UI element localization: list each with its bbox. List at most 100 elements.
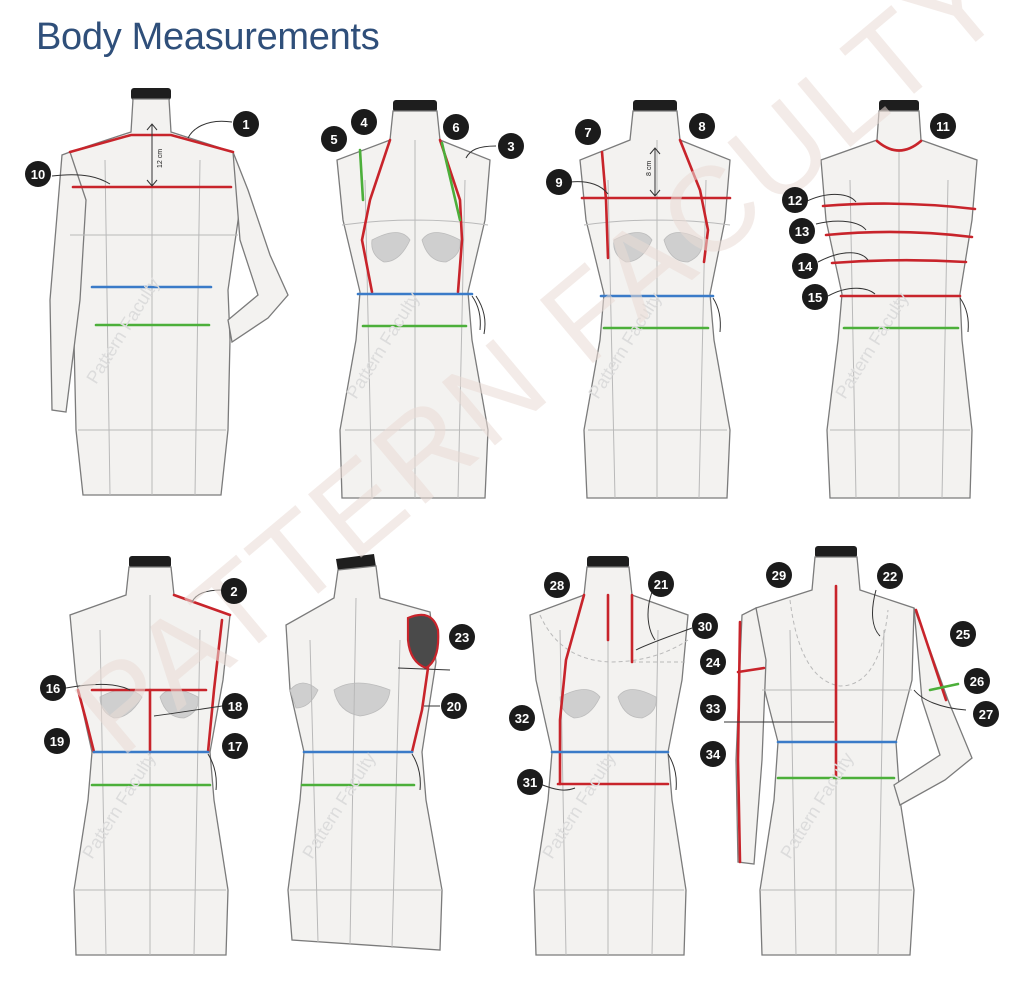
leader-line bbox=[827, 287, 876, 297]
svg-text:21: 21 bbox=[654, 577, 668, 592]
neck-cap bbox=[633, 100, 677, 112]
tape-end bbox=[471, 295, 486, 335]
marker-badge: 29 bbox=[766, 562, 792, 588]
bust-cup bbox=[617, 689, 657, 719]
neckline-dashed bbox=[539, 614, 689, 663]
svg-text:27: 27 bbox=[979, 707, 993, 722]
marker-badge: 24 bbox=[700, 649, 726, 675]
marker-badge: 19 bbox=[44, 728, 70, 754]
marker-badge: 15 bbox=[802, 284, 828, 310]
leader-line bbox=[913, 689, 967, 711]
measure-line bbox=[824, 230, 974, 239]
guide-line bbox=[74, 595, 226, 956]
measure-line bbox=[600, 150, 610, 260]
measure-line bbox=[928, 682, 960, 692]
marker-badge: 3 bbox=[498, 133, 524, 159]
marker-badge: 25 bbox=[950, 621, 976, 647]
measure-line bbox=[914, 608, 948, 702]
armhole-shading bbox=[406, 613, 440, 670]
neckline-dashed bbox=[789, 599, 889, 687]
svg-text:13: 13 bbox=[795, 224, 809, 239]
measure-line bbox=[360, 138, 392, 294]
svg-text:29: 29 bbox=[772, 568, 786, 583]
measure-line bbox=[440, 141, 462, 222]
svg-text:17: 17 bbox=[228, 739, 242, 754]
marker-badge: 27 bbox=[973, 701, 999, 727]
measure-line bbox=[736, 666, 766, 674]
leader-line bbox=[872, 589, 881, 637]
svg-text:33: 33 bbox=[706, 701, 720, 716]
figure-back-view-arm: 12 cm Pattern Faculty bbox=[49, 88, 289, 496]
dimension-label: 12 cm bbox=[157, 149, 164, 168]
svg-text:18: 18 bbox=[228, 699, 242, 714]
figure-side-view: Pattern Faculty bbox=[285, 554, 451, 951]
dimension-label: 8 cm bbox=[646, 161, 653, 176]
svg-text:20: 20 bbox=[447, 699, 461, 714]
guide-line bbox=[341, 140, 489, 499]
bust-cup bbox=[421, 232, 461, 263]
marker-badge: 31 bbox=[517, 769, 543, 795]
tape-end bbox=[712, 297, 721, 333]
guide-line bbox=[830, 150, 970, 499]
bust-cup bbox=[613, 232, 653, 263]
marker-badge: 10 bbox=[25, 161, 51, 187]
svg-text:31: 31 bbox=[523, 775, 537, 790]
svg-text:23: 23 bbox=[455, 630, 469, 645]
marker-badge: 22 bbox=[877, 563, 903, 589]
svg-text:16: 16 bbox=[46, 681, 60, 696]
svg-text:6: 6 bbox=[452, 120, 459, 135]
marker-badge: 8 bbox=[689, 113, 715, 139]
tape-end bbox=[959, 297, 969, 333]
figure-back-view: Pattern Faculty bbox=[804, 100, 978, 499]
dress-form bbox=[529, 566, 689, 956]
marker-badge: 20 bbox=[441, 693, 467, 719]
marker-badge: 12 bbox=[782, 187, 808, 213]
marker-badge: 4 bbox=[351, 109, 377, 135]
svg-text:11: 11 bbox=[936, 119, 950, 134]
measure-line bbox=[410, 666, 430, 754]
bust-cup bbox=[663, 232, 703, 263]
measure-line bbox=[358, 148, 365, 202]
leader-line bbox=[635, 627, 693, 651]
marker-badge: 21 bbox=[648, 571, 674, 597]
leader-line bbox=[804, 194, 857, 203]
figure-back-view-arm: Pattern Faculty bbox=[724, 546, 973, 956]
svg-text:25: 25 bbox=[956, 627, 970, 642]
marker-badge: 32 bbox=[509, 705, 535, 731]
leader-line bbox=[815, 220, 867, 231]
svg-text:26: 26 bbox=[970, 674, 984, 689]
neck-cap bbox=[131, 88, 171, 100]
guide-line bbox=[70, 135, 238, 496]
dimension-arrow bbox=[146, 123, 158, 187]
marker-badge: 14 bbox=[792, 253, 818, 279]
svg-text:15: 15 bbox=[808, 290, 822, 305]
svg-text:24: 24 bbox=[706, 655, 721, 670]
tape-end bbox=[411, 753, 421, 791]
marker-badge: 18 bbox=[222, 693, 248, 719]
leader-line bbox=[51, 174, 111, 185]
marker-badge: 9 bbox=[546, 169, 572, 195]
marker-badge: 23 bbox=[449, 624, 475, 650]
dress-form bbox=[336, 110, 491, 499]
neck-cap bbox=[129, 556, 171, 568]
leader-line bbox=[153, 705, 223, 717]
marker-badge: 6 bbox=[443, 114, 469, 140]
svg-text:9: 9 bbox=[555, 175, 562, 190]
svg-text:1: 1 bbox=[242, 117, 249, 132]
measure-line bbox=[736, 620, 742, 864]
svg-text:3: 3 bbox=[507, 139, 514, 154]
bust-cup bbox=[333, 682, 391, 717]
leader-line bbox=[539, 783, 576, 791]
leader-line bbox=[65, 683, 131, 691]
svg-text:22: 22 bbox=[883, 569, 897, 584]
leader-line bbox=[817, 252, 869, 263]
svg-text:19: 19 bbox=[50, 734, 64, 749]
measure-line bbox=[76, 688, 96, 754]
svg-text:32: 32 bbox=[515, 711, 529, 726]
measure-line bbox=[68, 133, 235, 154]
measure-line bbox=[678, 138, 710, 264]
leader-line bbox=[569, 181, 609, 195]
svg-text:2: 2 bbox=[230, 584, 237, 599]
marker-badge: 30 bbox=[692, 613, 718, 639]
